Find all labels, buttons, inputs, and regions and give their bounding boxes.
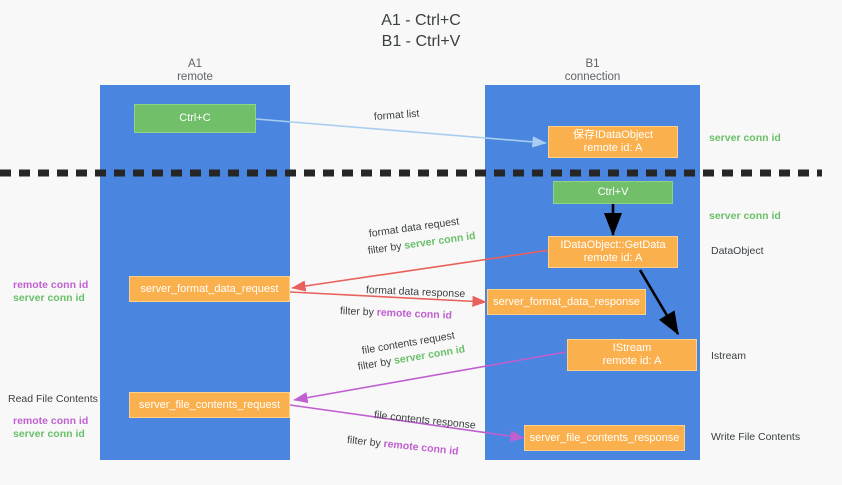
- title-line-1: A1 - Ctrl+C: [381, 12, 461, 29]
- box-ctrl-v[interactable]: Ctrl+V: [553, 181, 673, 204]
- box-ctrl-c-label: Ctrl+C: [179, 112, 211, 124]
- note-file-contents-response-filter: filter by remote conn id: [346, 434, 459, 459]
- note-fdres-filter-key: remote conn id: [376, 306, 453, 322]
- column-b1-name: B1: [585, 58, 600, 70]
- note-format-data-response: format data response: [365, 284, 466, 301]
- box-istream[interactable]: IStream remote id: A: [567, 339, 697, 371]
- box-idataobject-getdata[interactable]: IDataObject::GetData remote id: A: [548, 236, 678, 268]
- left-label-remote-conn-id-lower: remote conn id: [13, 415, 89, 427]
- column-a1-sub: remote: [177, 71, 213, 83]
- right-label-dataobject: DataObject: [711, 245, 764, 257]
- box-ctrl-v-label: Ctrl+V: [597, 186, 629, 198]
- note-format-list: format list: [373, 107, 420, 123]
- note-fcres-filter-prefix: filter by: [346, 434, 385, 450]
- right-label-server-conn-id-mid: server conn id: [709, 210, 781, 222]
- box-server-format-data-response[interactable]: server_format_data_response: [487, 289, 646, 315]
- left-label-server-conn-id-upper: server conn id: [13, 292, 85, 304]
- box-server-file-contents-request-label: server_file_contents_request: [138, 398, 281, 411]
- column-header-b1: B1 connection: [485, 58, 700, 84]
- box-istream-line2: remote id: A: [602, 355, 662, 367]
- box-server-format-data-request[interactable]: server_format_data_request: [129, 276, 290, 302]
- box-idataobject[interactable]: 保存IDataObject remote id: A: [548, 126, 678, 158]
- left-label-server-conn-id-lower: server conn id: [13, 428, 85, 440]
- column-a1-name: A1: [187, 58, 203, 70]
- box-server-file-contents-response-label: server_file_contents_response: [529, 431, 680, 444]
- box-ctrl-c[interactable]: Ctrl+C: [134, 104, 256, 133]
- box-server-file-contents-request[interactable]: server_file_contents_request: [129, 392, 290, 418]
- left-label-read-file-contents: Read File Contents: [8, 393, 98, 405]
- right-label-istream: Istream: [711, 350, 747, 362]
- note-fdres-filter-prefix: filter by: [339, 305, 378, 319]
- page-title: A1 - Ctrl+C B1 - Ctrl+V: [0, 10, 842, 52]
- title-line-2: B1 - Ctrl+V: [381, 33, 461, 50]
- box-idataobject-line2: remote id: A: [583, 142, 643, 154]
- box-getdata-line1: IDataObject::GetData: [560, 239, 666, 251]
- right-label-server-conn-id-top: server conn id: [709, 132, 781, 144]
- column-header-a1: A1 remote: [100, 58, 290, 84]
- column-b1-sub: connection: [564, 71, 621, 83]
- note-format-data-response-filter: filter by remote conn id: [340, 305, 452, 323]
- box-server-format-data-request-label: server_format_data_request: [140, 282, 279, 295]
- note-file-contents-response: file contents response: [373, 409, 477, 432]
- box-idataobject-line1: 保存IDataObject: [572, 129, 654, 141]
- box-server-format-data-response-label: server_format_data_response: [493, 295, 640, 308]
- note-fdreq-filter-prefix: filter by: [367, 239, 406, 257]
- left-label-remote-conn-id-upper: remote conn id: [13, 279, 89, 291]
- box-server-file-contents-response[interactable]: server_file_contents_response: [524, 425, 685, 451]
- box-getdata-line2: remote id: A: [583, 252, 643, 264]
- box-istream-line1: IStream: [612, 342, 652, 354]
- right-label-write-file-contents: Write File Contents: [711, 431, 801, 443]
- note-fcres-filter-key: remote conn id: [382, 437, 460, 458]
